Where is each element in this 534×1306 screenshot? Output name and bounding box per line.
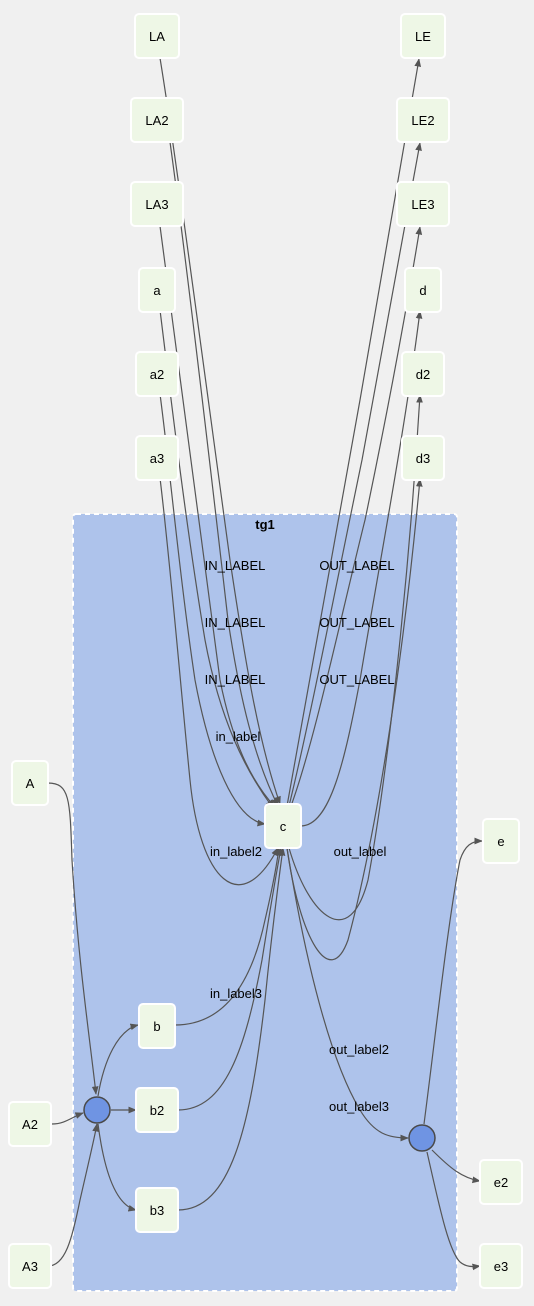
edge-A3-join <box>47 1123 99 1267</box>
edge-label-out-3: OUT_LABEL <box>319 672 394 687</box>
join-node-right[interactable] <box>408 1124 436 1152</box>
edge-label-out2: out_label2 <box>329 1042 389 1057</box>
node-LE2[interactable]: LE2 <box>396 97 450 143</box>
node-LA3[interactable]: LA3 <box>130 181 184 227</box>
node-label: e <box>497 834 504 849</box>
node-label: d <box>419 283 426 298</box>
node-LE3[interactable]: LE3 <box>396 181 450 227</box>
node-LE[interactable]: LE <box>400 13 446 59</box>
node-label: b <box>153 1019 160 1034</box>
edge-LA2-c <box>169 141 279 807</box>
edges-b-to-c <box>174 847 286 1211</box>
node-e2[interactable]: e2 <box>479 1159 523 1205</box>
node-label: a2 <box>150 367 164 382</box>
edge-label-in-1: IN_LABEL <box>205 558 266 573</box>
edge-label-in-2: IN_LABEL <box>205 615 266 630</box>
task-group-tg1[interactable]: tg1 <box>72 513 458 1292</box>
node-label: a3 <box>150 451 164 466</box>
edge-b2-c <box>177 847 283 1111</box>
node-A[interactable]: A <box>11 760 49 806</box>
node-label: LE <box>415 29 431 44</box>
edge-A-join <box>47 782 99 1095</box>
task-group-box <box>72 513 458 1292</box>
node-b[interactable]: b <box>138 1003 176 1049</box>
node-label: c <box>280 819 287 834</box>
node-d2[interactable]: d2 <box>401 351 445 397</box>
edge-label-in3: in_label3 <box>210 986 262 1001</box>
edge-labels: IN_LABEL IN_LABEL IN_LABEL in_label in_l… <box>205 558 395 1114</box>
node-label: d2 <box>416 367 430 382</box>
edge-c-d3 <box>286 478 423 961</box>
edge-c-LE2 <box>288 142 422 807</box>
node-a3[interactable]: a3 <box>135 435 179 481</box>
node-label: LA <box>149 29 165 44</box>
edge-join-b <box>97 1023 139 1097</box>
join-node-left[interactable] <box>83 1096 111 1124</box>
node-e3[interactable]: e3 <box>479 1243 523 1289</box>
edge-a3-c <box>159 477 279 886</box>
edge-c-join2 <box>286 847 409 1142</box>
edge-label-in2: in_label2 <box>210 844 262 859</box>
edge-label-out-lower: out_label <box>334 844 387 859</box>
node-b3[interactable]: b3 <box>135 1187 179 1233</box>
node-label: a <box>153 283 161 298</box>
node-LA2[interactable]: LA2 <box>130 97 184 143</box>
node-c[interactable]: c <box>264 803 302 849</box>
node-label: d3 <box>416 451 430 466</box>
node-label: LA3 <box>145 197 168 212</box>
node-label: LE2 <box>411 113 434 128</box>
edges-left-junction <box>47 782 139 1267</box>
node-label: A <box>26 776 35 791</box>
node-label: e2 <box>494 1175 508 1190</box>
node-LA[interactable]: LA <box>134 13 180 59</box>
edge-A2-join <box>51 1112 84 1125</box>
edge-join-b3 <box>97 1123 137 1212</box>
node-label: LA2 <box>145 113 168 128</box>
task-group-title: tg1 <box>255 517 275 532</box>
edge-label-out3: out_label3 <box>329 1099 389 1114</box>
node-A2[interactable]: A2 <box>8 1101 52 1147</box>
node-e[interactable]: e <box>482 818 520 864</box>
edge-label-in-lower: in_label <box>216 729 261 744</box>
node-label: e3 <box>494 1259 508 1274</box>
edge-join2-e <box>423 837 483 1125</box>
node-b2[interactable]: b2 <box>135 1087 179 1133</box>
edge-label-out-2: OUT_LABEL <box>319 615 394 630</box>
node-label: b3 <box>150 1203 164 1218</box>
node-d[interactable]: d <box>404 267 442 313</box>
edge-label-out-1: OUT_LABEL <box>319 558 394 573</box>
edges-right-junction <box>286 837 483 1271</box>
node-a[interactable]: a <box>138 267 176 313</box>
edge-b3-c <box>177 847 286 1211</box>
node-label: A3 <box>22 1259 38 1274</box>
edge-join2-e3 <box>426 1151 481 1271</box>
edge-c-d2 <box>288 394 423 921</box>
edge-c-d <box>300 310 423 827</box>
edge-LA-c <box>159 57 281 805</box>
node-label: LE3 <box>411 197 434 212</box>
node-A3[interactable]: A3 <box>8 1243 52 1289</box>
node-label: b2 <box>150 1103 164 1118</box>
edge-join2-e2 <box>431 1149 481 1184</box>
node-a2[interactable]: a2 <box>135 351 179 397</box>
node-label: A2 <box>22 1117 38 1132</box>
node-d3[interactable]: d3 <box>401 435 445 481</box>
edge-label-in-3: IN_LABEL <box>205 672 266 687</box>
edge-b-c <box>174 847 282 1026</box>
